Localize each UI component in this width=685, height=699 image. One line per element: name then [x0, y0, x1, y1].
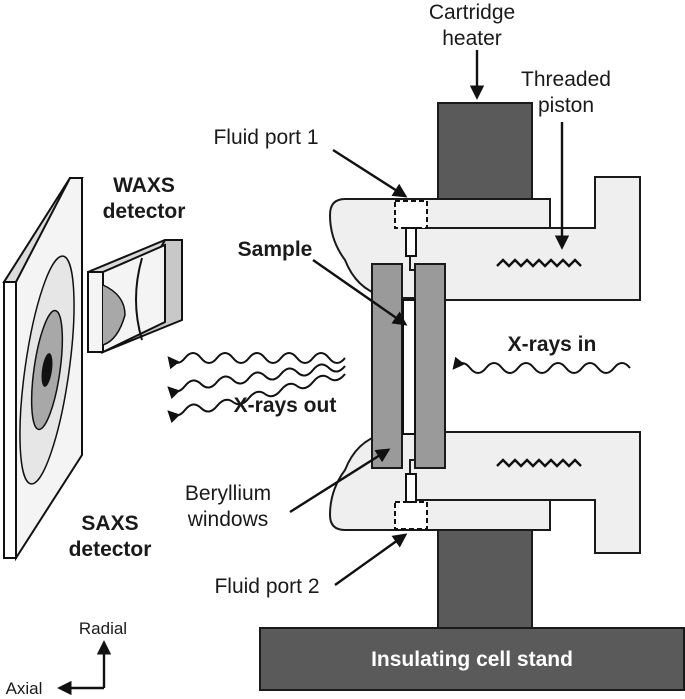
sample-label: Sample	[238, 238, 313, 261]
insulating-cell-stand-label: Insulating cell stand	[371, 648, 573, 671]
xrays-in-wave	[452, 356, 631, 374]
fluid-port-1-label: Fluid port 1	[213, 126, 318, 149]
xrays-in-label: X-rays in	[508, 333, 597, 356]
lower-port-channel	[405, 473, 417, 503]
waxs-detector-label-line2: detector	[103, 200, 186, 223]
beryllium-windows-label-line2: windows	[187, 508, 269, 531]
cartridge-heater	[437, 102, 533, 204]
upper-thread	[496, 258, 582, 268]
threaded-piston-label-line2: piston	[538, 94, 594, 117]
saxs-detector-edge	[3, 281, 17, 559]
beryllium-windows-arrow	[289, 448, 391, 514]
waxs-detector	[87, 239, 183, 354]
insulating-cell-stand: Insulating cell stand	[259, 519, 685, 691]
xrays-out-wave-1	[167, 352, 346, 370]
waxs-detector-label-line1: WAXS	[113, 174, 175, 197]
beryllium-windows-label-line1: Beryllium	[185, 482, 271, 505]
saxs-detector-label-line1: SAXS	[81, 512, 138, 535]
waxs-detector-edge	[87, 271, 104, 353]
saxs-beam-spot	[41, 353, 53, 387]
xrays-out-wave-2	[167, 363, 346, 400]
saxs-detector	[2, 177, 84, 562]
fluid-port-2-arrow	[334, 533, 408, 586]
beryllium-window-left	[371, 263, 403, 469]
axial-axis-label: Axial	[6, 679, 43, 698]
beryllium-window-right	[414, 263, 446, 469]
waxs-ring-inner	[102, 284, 126, 346]
stand-post	[437, 519, 533, 631]
threaded-piston-label-line1: Threaded	[521, 68, 611, 91]
fluid-port-2-label: Fluid port 2	[214, 575, 319, 598]
xrays-out-wave-3	[167, 373, 346, 424]
upper-port-channel	[405, 227, 417, 257]
fluid-port-1-arrow	[332, 148, 408, 198]
radial-axis-label: Radial	[79, 619, 127, 638]
stand-base	[259, 627, 685, 691]
cartridge-heater-label-line1: Cartridge	[429, 1, 515, 24]
sample-arrow	[312, 259, 408, 326]
fluid-port-2	[394, 501, 428, 530]
lower-thread	[496, 458, 582, 468]
saxs-detector-label-line2: detector	[69, 538, 152, 561]
sample-gap	[402, 299, 416, 435]
cartridge-heater-label-line2: heater	[442, 27, 502, 50]
waxs-ring-outer	[135, 257, 143, 341]
xrays-out-label: X-rays out	[234, 394, 337, 417]
fluid-port-1	[394, 200, 428, 229]
